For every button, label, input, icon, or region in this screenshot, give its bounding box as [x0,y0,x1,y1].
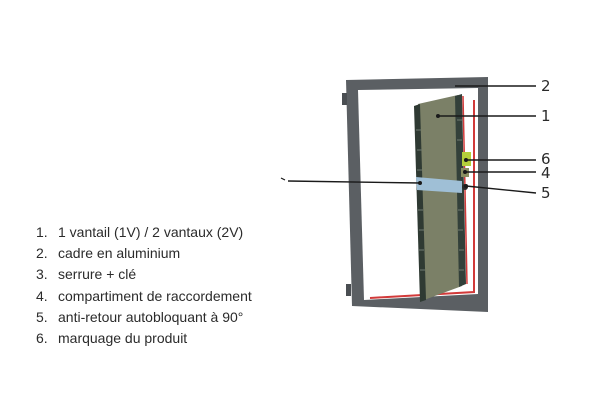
legend-item: 6. marquage du produit [36,328,252,349]
legend-number: 4. [36,287,48,304]
leader-lines [287,85,537,194]
leader-3 [287,180,421,184]
anti-retour-bar [416,177,462,193]
legend-number: 2. [36,245,48,262]
legend-item: 1. 1 vantail (1V) / 2 vantaux (2V) [36,222,252,243]
legend-item: 3. serrure + clé [36,264,252,285]
legend-number: 6. [36,330,48,347]
hinge-bottom [346,284,351,296]
door-leaf [418,95,462,300]
legend-text: marquage du produit [58,330,188,347]
frame-seal [369,100,475,299]
legend-number: 5. [36,308,48,325]
callout-1: 1 [541,107,551,125]
leaf-rail-left [414,104,426,302]
leader-dots [418,114,468,188]
legend-text: 1 vantail (1V) / 2 vantaux (2V) [58,224,244,240]
legend-item: 4. compartiment de raccordement [36,286,252,307]
callout-6: 6 [541,150,551,168]
legend-number: 1. [36,224,48,240]
callout-2: 2 [541,77,551,95]
legend-text: serrure + clé [58,266,137,283]
legend-item: 2. cadre en aluminium [36,243,252,264]
legend-list: 1. 1 vantail (1V) / 2 vantaux (2V) 2. cadr… [36,222,252,349]
rail-serrations [416,119,464,271]
callout-5: 5 [541,184,551,202]
legend-text: cadre en aluminium [58,245,181,262]
legend-item: 5. anti-retour autobloquant à 90° [36,307,252,328]
hinge-top [342,93,347,105]
leader-3-tail [280,177,286,181]
callout-4: 4 [541,164,551,182]
leader-5 [465,185,537,194]
legend-text: anti-retour autobloquant à 90° [58,308,244,325]
legend-number: 3. [36,266,48,283]
legend-text: compartiment de raccordement [58,287,252,304]
